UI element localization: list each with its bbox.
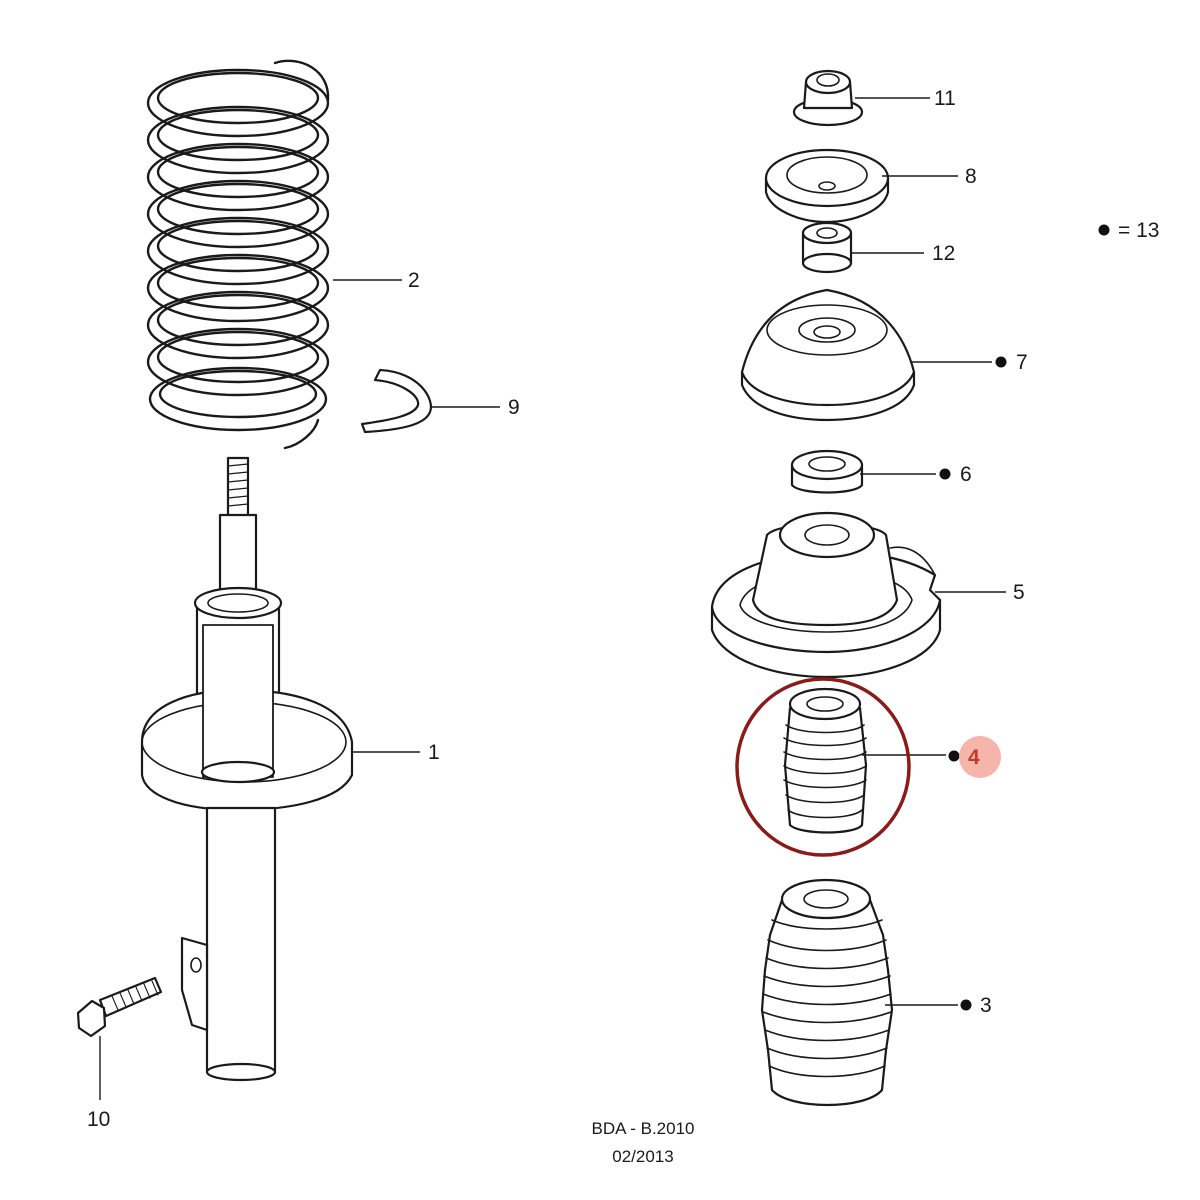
callout-9: 9 (508, 396, 520, 419)
callout-6: 6 (960, 463, 972, 486)
coil-spring-part-2 (146, 59, 330, 450)
flange-nut-part-11 (792, 69, 864, 127)
bullet-dot-7 (995, 356, 1007, 368)
bump-stop-part-4 (783, 687, 868, 834)
spring-seat-part-5 (710, 511, 942, 679)
callout-2: 2 (408, 269, 420, 292)
bullet-dot-6 (939, 468, 951, 480)
bullet-dot-4 (948, 750, 960, 762)
strut-body-part-1 (140, 586, 354, 1082)
bearing-plate-part-8 (764, 148, 890, 224)
callout-10: 10 (87, 1108, 110, 1131)
clip-part-9 (360, 368, 432, 434)
top-mount-part-7 (740, 288, 916, 422)
callout-4: 4 (968, 746, 980, 769)
callout-12: 12 (932, 242, 955, 265)
legend-dot (1098, 224, 1110, 236)
callout-11: 11 (934, 87, 956, 110)
callout-1: 1 (428, 741, 440, 764)
bullet-dot-3 (960, 999, 972, 1011)
callout-8: 8 (965, 165, 977, 188)
legend-text: = 13 (1118, 219, 1159, 242)
callout-3: 3 (980, 994, 992, 1017)
highlight-circle (735, 677, 911, 857)
footer-date: 02/2013 (612, 1147, 673, 1166)
bearing-ring-part-6 (790, 449, 864, 494)
bolt-part-10 (76, 976, 163, 1100)
highlight-badge (959, 736, 1001, 778)
leader-lines (333, 97, 1006, 1006)
callout-5: 5 (1013, 581, 1025, 604)
footer-reference: BDA - B.2010 (591, 1119, 694, 1138)
dust-boot-part-3 (760, 878, 894, 1107)
nut-part-12 (801, 221, 853, 274)
callout-7: 7 (1016, 351, 1028, 374)
